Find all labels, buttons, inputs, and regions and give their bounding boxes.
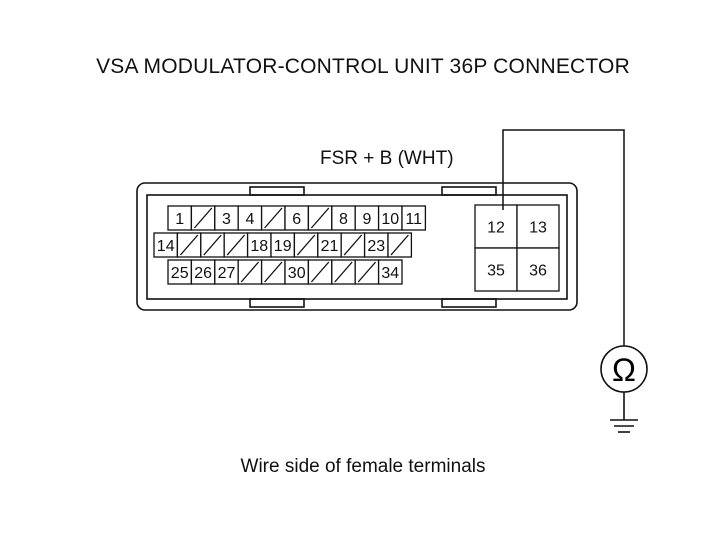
terminal-25: 25 bbox=[167, 259, 193, 285]
probe-wire bbox=[502, 129, 625, 346]
empty-cavity-slash bbox=[203, 234, 222, 256]
terminal-number: 14 bbox=[157, 238, 175, 255]
lock-tab-bottom-left bbox=[249, 298, 305, 308]
terminal-number: 21 bbox=[321, 238, 339, 255]
terminal-14: 14 bbox=[153, 232, 179, 258]
terminal-number: 25 bbox=[171, 265, 189, 282]
empty-cavity-slash bbox=[193, 207, 213, 229]
lock-tab-bottom-right bbox=[441, 298, 497, 308]
ground-icon bbox=[610, 392, 638, 433]
empty-cavity-slash bbox=[264, 207, 283, 229]
terminal-number: 1 bbox=[175, 211, 184, 228]
terminal-12: 12 bbox=[474, 204, 518, 249]
terminal-27: 27 bbox=[214, 259, 239, 285]
empty-cavity-slash bbox=[264, 261, 283, 283]
diagram-title: VSA MODULATOR-CONTROL UNIT 36P CONNECTOR bbox=[96, 55, 630, 78]
terminal-10: 10 bbox=[377, 205, 403, 231]
terminal-number: 26 bbox=[194, 265, 212, 282]
empty-cavity bbox=[293, 232, 319, 258]
terminal-number: 12 bbox=[487, 219, 505, 236]
terminal-19: 19 bbox=[270, 232, 296, 258]
terminal-13: 13 bbox=[516, 204, 560, 249]
empty-cavity bbox=[340, 232, 366, 258]
terminal-number: 11 bbox=[405, 211, 422, 228]
empty-cavity-slash bbox=[296, 234, 316, 256]
empty-cavity bbox=[200, 232, 225, 258]
terminal-number: 6 bbox=[292, 211, 301, 228]
empty-cavity bbox=[237, 259, 263, 285]
empty-cavity bbox=[331, 259, 356, 285]
terminal-1: 1 bbox=[167, 205, 193, 231]
empty-cavity-slash bbox=[334, 261, 353, 283]
wire-label: FSR + B (WHT) bbox=[320, 148, 454, 169]
terminal-26: 26 bbox=[190, 259, 216, 285]
terminal-number: 34 bbox=[381, 265, 399, 282]
empty-cavity bbox=[307, 205, 333, 231]
terminal-number: 18 bbox=[250, 238, 268, 255]
ohmmeter-icon: Ω bbox=[600, 345, 648, 393]
terminal-11: 11 bbox=[401, 205, 427, 231]
empty-cavity bbox=[190, 205, 216, 231]
empty-cavity bbox=[354, 259, 380, 285]
terminal-number: 35 bbox=[487, 262, 505, 279]
terminal-number: 4 bbox=[245, 211, 254, 228]
side-terminal-block: 12 13 35 36 bbox=[474, 204, 560, 292]
terminal-21: 21 bbox=[317, 232, 342, 258]
empty-cavity-slash bbox=[179, 234, 199, 256]
terminal-number: 3 bbox=[222, 211, 231, 228]
terminal-9: 9 bbox=[354, 205, 380, 231]
terminal-number: 36 bbox=[529, 262, 547, 279]
housing-outer bbox=[136, 182, 578, 311]
terminal-number: 30 bbox=[288, 265, 306, 282]
terminal-23: 23 bbox=[363, 232, 389, 258]
empty-cavity-slash bbox=[310, 207, 330, 229]
terminal-number: 19 bbox=[274, 238, 292, 255]
terminal-number: 23 bbox=[367, 238, 385, 255]
meter-symbol: Ω bbox=[612, 352, 636, 388]
terminal-6: 6 bbox=[284, 205, 310, 231]
empty-cavity-slash bbox=[390, 234, 409, 256]
terminal-number: 10 bbox=[381, 211, 399, 228]
housing-inner bbox=[146, 194, 568, 300]
terminal-36: 36 bbox=[516, 247, 560, 292]
terminal-34: 34 bbox=[377, 259, 403, 285]
terminal-number: 13 bbox=[529, 219, 547, 236]
empty-cavity-slash bbox=[343, 234, 363, 256]
terminal-18: 18 bbox=[246, 232, 272, 258]
diagram-caption: Wire side of female terminals bbox=[240, 456, 486, 477]
empty-cavity-slash bbox=[226, 234, 246, 256]
terminal-8: 8 bbox=[331, 205, 356, 231]
terminal-number: 27 bbox=[218, 265, 236, 282]
empty-cavity bbox=[260, 205, 286, 231]
terminal-35: 35 bbox=[474, 247, 518, 292]
empty-cavity-slash bbox=[357, 261, 377, 283]
lock-tab-top-right bbox=[441, 186, 497, 196]
empty-cavity-slash bbox=[240, 261, 260, 283]
empty-cavity bbox=[260, 259, 286, 285]
terminal-number: 9 bbox=[362, 211, 371, 228]
empty-cavity-slash bbox=[310, 261, 330, 283]
empty-cavity bbox=[387, 232, 413, 258]
connector-housing bbox=[136, 182, 578, 311]
empty-cavity bbox=[223, 232, 249, 258]
terminal-number: 8 bbox=[339, 211, 348, 228]
empty-cavity bbox=[176, 232, 202, 258]
lock-tab-top-left bbox=[249, 186, 305, 196]
terminal-4: 4 bbox=[237, 205, 263, 231]
terminal-3: 3 bbox=[214, 205, 239, 231]
terminal-30: 30 bbox=[284, 259, 310, 285]
empty-cavity bbox=[307, 259, 333, 285]
